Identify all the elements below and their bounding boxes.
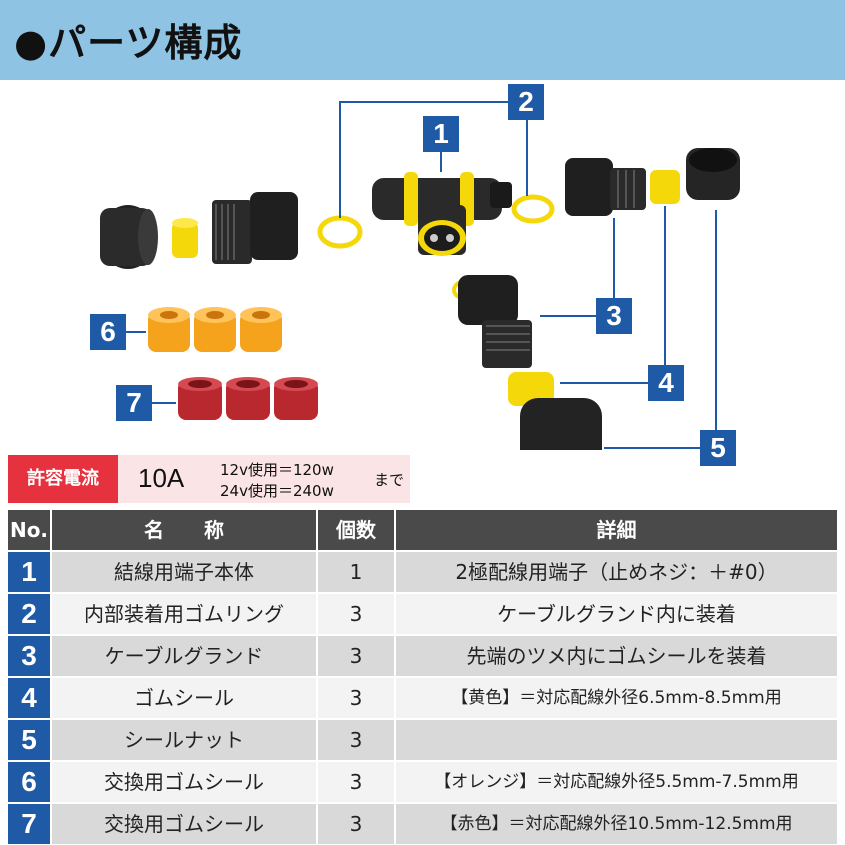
rating-suffix: まで xyxy=(374,471,405,489)
row-name: 交換用ゴムシール xyxy=(52,762,316,802)
bottom-yellow-seal-image xyxy=(508,372,554,406)
row-number: 4 xyxy=(8,678,50,718)
row-number: 7 xyxy=(8,804,50,844)
row-number: 5 xyxy=(8,720,50,760)
row-qty: 3 xyxy=(318,762,394,802)
row-qty: 3 xyxy=(318,720,394,760)
left-gland-body-image xyxy=(212,192,298,264)
callout-2: 2 xyxy=(508,84,544,120)
row-detail: 【黄色】＝対応配線外径6.5mm-8.5mm用 xyxy=(396,678,837,718)
row-number: 2 xyxy=(8,594,50,634)
row-number: 6 xyxy=(8,762,50,802)
page-title: ●パーツ構成 xyxy=(14,21,243,65)
row-name: 結線用端子本体 xyxy=(52,552,316,592)
right-gland-nut-image xyxy=(686,148,740,200)
table-row: 5 シールナット 3 xyxy=(8,720,837,760)
right-yellow-seal-image xyxy=(650,170,680,204)
current-rating-box: 許容電流 10A 12v使用＝120w 24v使用＝240w まで xyxy=(8,455,410,503)
red-seals-image xyxy=(178,377,318,420)
right-rubber-ring-image xyxy=(511,194,555,224)
row-number: 3 xyxy=(8,636,50,676)
row-qty: 3 xyxy=(318,636,394,676)
row-detail: 先端のツメ内にゴムシールを装着 xyxy=(396,636,837,676)
page-header: ●パーツ構成 xyxy=(0,0,845,80)
header-qty: 個数 xyxy=(318,510,394,550)
wattage-24v: 24v使用＝240w xyxy=(220,482,334,500)
row-name: シールナット xyxy=(52,720,316,760)
header-detail: 詳細 xyxy=(396,510,837,550)
row-detail: 【オレンジ】＝対応配線外径5.5mm-7.5mm用 xyxy=(396,762,837,802)
orange-seals-image xyxy=(148,307,282,352)
row-detail xyxy=(396,720,837,760)
table-row: 6 交換用ゴムシール 3 【オレンジ】＝対応配線外径5.5mm-7.5mm用 xyxy=(8,762,837,802)
row-qty: 3 xyxy=(318,594,394,634)
table-row: 7 交換用ゴムシール 3 【赤色】＝対応配線外径10.5mm-12.5mm用 xyxy=(8,804,837,844)
row-detail: 【赤色】＝対応配線外径10.5mm-12.5mm用 xyxy=(396,804,837,844)
parts-illustration xyxy=(100,101,740,450)
callout-3: 3 xyxy=(596,298,632,334)
wattage-12v: 12v使用＝120w xyxy=(220,461,334,479)
callout-4: 4 xyxy=(648,365,684,401)
table-row: 1 結線用端子本体 1 2極配線用端子（止めネジ：＋#0） xyxy=(8,552,837,592)
bottom-gland-nut-image xyxy=(520,398,602,450)
row-detail: 2極配線用端子（止めネジ：＋#0） xyxy=(396,552,837,592)
row-detail: ケーブルグランド内に装着 xyxy=(396,594,837,634)
current-rating-value: 10A xyxy=(138,463,185,493)
row-qty: 3 xyxy=(318,678,394,718)
left-yellow-seal-image xyxy=(172,218,198,258)
row-qty: 3 xyxy=(318,804,394,844)
table-row: 4 ゴムシール 3 【黄色】＝対応配線外径6.5mm-8.5mm用 xyxy=(8,678,837,718)
table-row: 2 内部装着用ゴムリング 3 ケーブルグランド内に装着 xyxy=(8,594,837,634)
row-name: ゴムシール xyxy=(52,678,316,718)
header-no: No. xyxy=(8,510,50,550)
current-rating-label: 許容電流 xyxy=(8,455,118,503)
row-name: ケーブルグランド xyxy=(52,636,316,676)
callout-5: 5 xyxy=(700,430,736,466)
t-connector-body-image xyxy=(372,172,512,256)
row-number: 1 xyxy=(8,552,50,592)
row-name: 内部装着用ゴムリング xyxy=(52,594,316,634)
callout-7: 7 xyxy=(116,385,152,421)
table-header-row: No. 名 称 個数 詳細 xyxy=(8,510,837,550)
left-gland-nut-image xyxy=(100,205,158,269)
row-name: 交換用ゴムシール xyxy=(52,804,316,844)
header-name: 名 称 xyxy=(52,510,316,550)
callout-1: 1 xyxy=(423,116,459,152)
callout-6: 6 xyxy=(90,314,126,350)
row-qty: 1 xyxy=(318,552,394,592)
left-rubber-ring-image xyxy=(317,215,363,249)
bottom-gland-body-image xyxy=(458,275,532,368)
table-row: 3 ケーブルグランド 3 先端のツメ内にゴムシールを装着 xyxy=(8,636,837,676)
right-gland-body-image xyxy=(565,158,646,216)
